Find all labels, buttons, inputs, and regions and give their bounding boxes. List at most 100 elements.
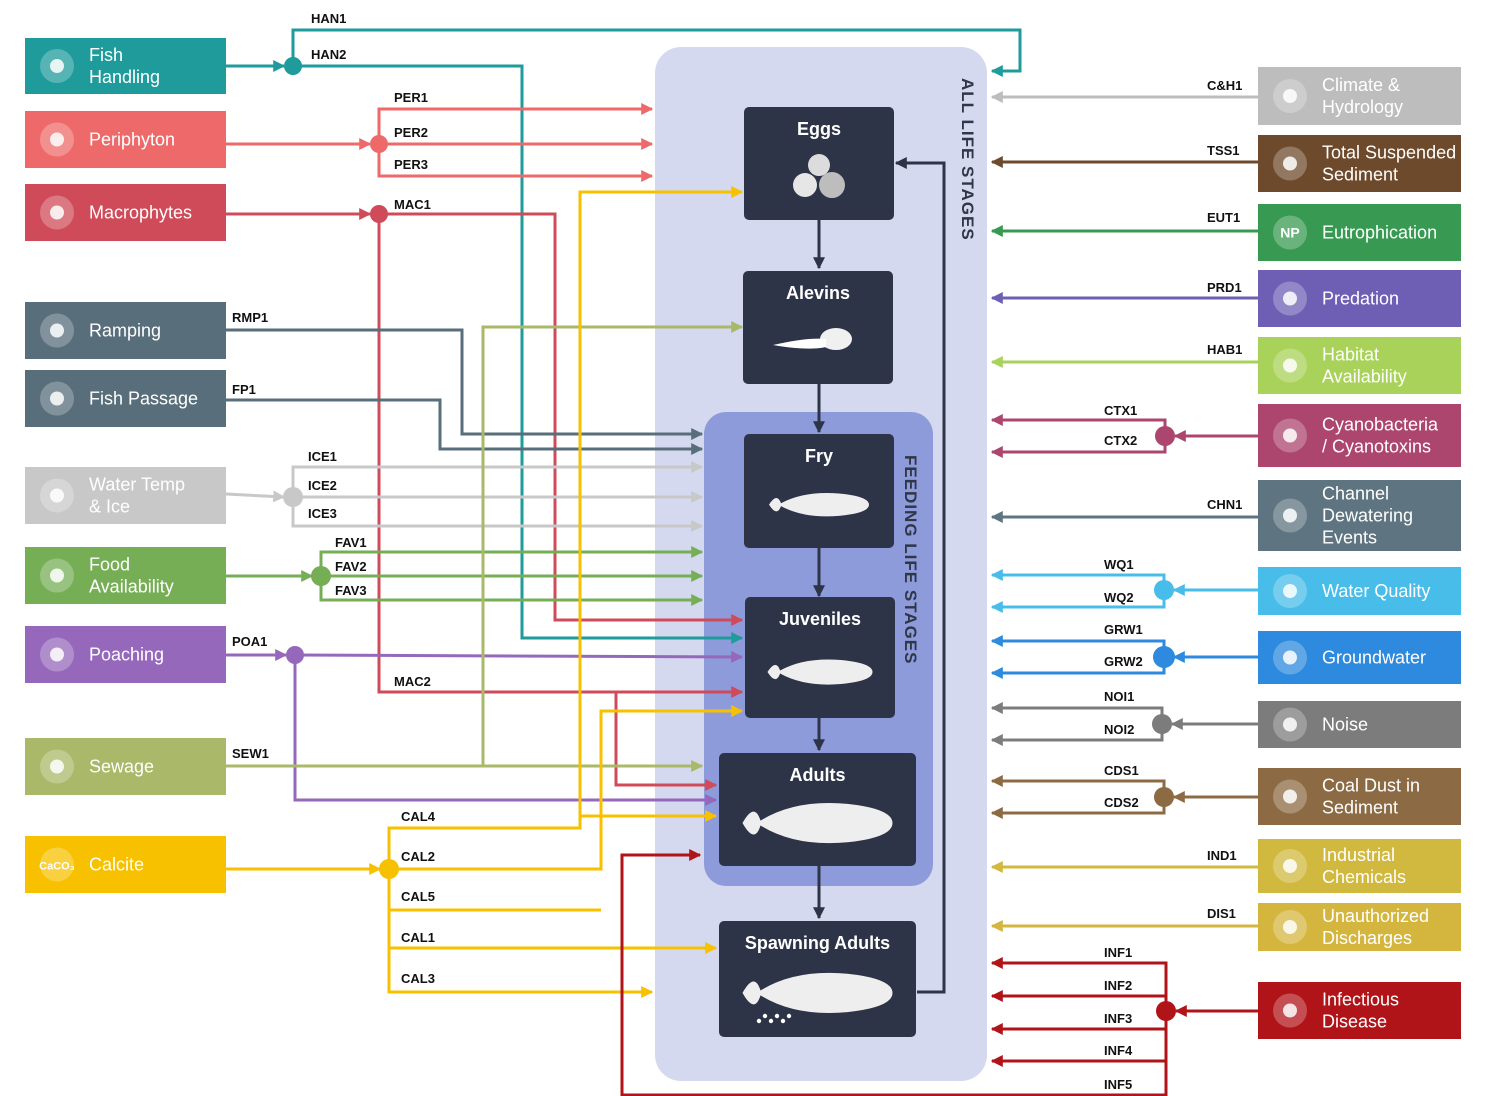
fish-net-icon	[40, 49, 74, 83]
stressor-label-macrophytes: Macrophytes	[89, 203, 192, 223]
stressor-infectious-disease: InfectiousDisease	[1258, 982, 1461, 1039]
stage-spawning_adults: Spawning Adults	[719, 921, 916, 1037]
label-cal4: CAL4	[401, 809, 436, 824]
stage-label-fry: Fry	[805, 446, 833, 466]
label-cal1: CAL1	[401, 930, 435, 945]
label-wq1: WQ1	[1104, 557, 1134, 572]
stressor-label-channel-dewatering-1: Channel	[1322, 484, 1389, 504]
stage-label-alevins: Alevins	[786, 283, 850, 303]
label-han1: HAN1	[311, 11, 346, 26]
stage-label-spawning_adults: Spawning Adults	[745, 933, 890, 953]
label-poa1: POA1	[232, 634, 267, 649]
label-prd1: PRD1	[1207, 280, 1242, 295]
label-fav2: FAV2	[335, 559, 367, 574]
stressor-label-food-availability-2: Availability	[89, 577, 174, 597]
svg-text:CaCO₃: CaCO₃	[39, 861, 75, 873]
stressor-macrophytes: Macrophytes	[25, 184, 226, 241]
stressor-food-availability: FoodAvailability	[25, 547, 226, 604]
label-tss1: TSS1	[1207, 143, 1240, 158]
chemical-jug-icon	[1273, 849, 1307, 883]
stressor-label-industrial-chemicals-2: Chemicals	[1322, 867, 1406, 887]
label-per2: PER2	[394, 125, 428, 140]
stressor-label-habitat-availability-1: Habitat	[1322, 345, 1379, 365]
left-stressors: FishHandlingPeriphytonMacrophytesRamping…	[25, 38, 226, 893]
label-ctx2: CTX2	[1104, 433, 1137, 448]
stressor-label-noise: Noise	[1322, 715, 1368, 735]
groundwater-icon	[1273, 641, 1307, 675]
label-per3: PER3	[394, 157, 428, 172]
label-ind1: IND1	[1207, 848, 1237, 863]
stressor-label-unauthorized-discharges-1: Unauthorized	[1322, 906, 1429, 926]
periphyton-pathways	[226, 109, 652, 176]
label-cal2: CAL2	[401, 849, 435, 864]
feeding-life-stages-label: FEEDING LIFE STAGES	[901, 455, 920, 664]
stressor-label-industrial-chemicals-1: Industrial	[1322, 845, 1395, 865]
stressor-label-sewage: Sewage	[89, 757, 154, 777]
stressor-fish-passage: Fish Passage	[25, 370, 226, 427]
stressor-climate-hydrology: Climate &Hydrology	[1258, 67, 1461, 125]
stage-alevins: Alevins	[743, 271, 893, 384]
stressor-label-channel-dewatering-3: Events	[1322, 528, 1377, 548]
stressor-label-total-suspended-sediment-2: Sediment	[1322, 165, 1398, 185]
stressor-label-water-temp-ice-2: & Ice	[89, 497, 130, 517]
stressor-label-periphyton: Periphyton	[89, 130, 175, 150]
stressor-periphyton: Periphyton	[25, 111, 226, 168]
snowflake-thermometer-icon	[40, 479, 74, 513]
stressor-label-water-temp-ice-1: Water Temp	[89, 475, 185, 495]
label-grw2: GRW2	[1104, 654, 1143, 669]
stressor-label-infectious-disease-1: Infectious	[1322, 990, 1399, 1010]
label-rmp1: RMP1	[232, 310, 268, 325]
label-ch1: C&H1	[1207, 78, 1242, 93]
food-availability-pathways	[226, 552, 702, 600]
cyanobacteria-icon	[1273, 419, 1307, 453]
stressor-label-calcite: Calcite	[89, 855, 144, 875]
stressor-label-channel-dewatering-2: Dewatering	[1322, 506, 1413, 526]
stressor-label-poaching: Poaching	[89, 645, 164, 665]
label-per1: PER1	[394, 90, 428, 105]
right-stressors: Climate &HydrologyTotal SuspendedSedimen…	[1258, 67, 1461, 1039]
label-mac1: MAC1	[394, 197, 431, 212]
stressor-label-predation: Predation	[1322, 289, 1399, 309]
stressor-label-coal-dust-1: Coal Dust in	[1322, 776, 1420, 796]
stressor-label-cyanobacteria-2: / Cyanotoxins	[1322, 437, 1431, 457]
stressor-label-fish-handling-1: Fish	[89, 45, 123, 65]
discharge-pipe-icon	[1273, 910, 1307, 944]
label-ice1: ICE1	[308, 449, 337, 464]
microscope-icon	[40, 123, 74, 157]
stressor-calcite: CaCO₃ Calcite	[25, 836, 226, 893]
label-ice2: ICE2	[308, 478, 337, 493]
stage-fry: Fry	[744, 434, 894, 548]
label-wq2: WQ2	[1104, 590, 1134, 605]
stressor-water-quality: Water Quality	[1258, 567, 1461, 615]
stressor-habitat-availability: HabitatAvailability	[1258, 337, 1461, 394]
stressor-noise: Noise	[1258, 701, 1461, 748]
stage-eggs: Eggs	[744, 107, 894, 220]
label-grw1: GRW1	[1104, 622, 1143, 637]
label-dis1: DIS1	[1207, 906, 1236, 921]
stressor-label-fish-passage: Fish Passage	[89, 389, 198, 409]
label-inf4: INF4	[1104, 1043, 1133, 1058]
stage-adults: Adults	[719, 753, 916, 866]
stressor-label-water-quality: Water Quality	[1322, 581, 1430, 601]
label-inf2: INF2	[1104, 978, 1132, 993]
dewatering-pipe-icon	[1273, 499, 1307, 533]
stressor-label-total-suspended-sediment-1: Total Suspended	[1322, 143, 1456, 163]
label-cds1: CDS1	[1104, 763, 1139, 778]
label-han2: HAN2	[311, 47, 346, 62]
stressor-predation: Predation	[1258, 270, 1461, 327]
label-fav1: FAV1	[335, 535, 367, 550]
fish-passage-pathways	[226, 400, 702, 449]
fish-barrier-icon	[40, 382, 74, 416]
stressor-label-infectious-disease-2: Disease	[1322, 1012, 1387, 1032]
stressor-label-ramping: Ramping	[89, 321, 161, 341]
label-noi1: NOI1	[1104, 689, 1134, 704]
stage-label-eggs: Eggs	[797, 119, 841, 139]
stressor-water-temp-ice: Water Temp& Ice	[25, 467, 226, 524]
stressor-label-eutrophication: Eutrophication	[1322, 223, 1437, 243]
